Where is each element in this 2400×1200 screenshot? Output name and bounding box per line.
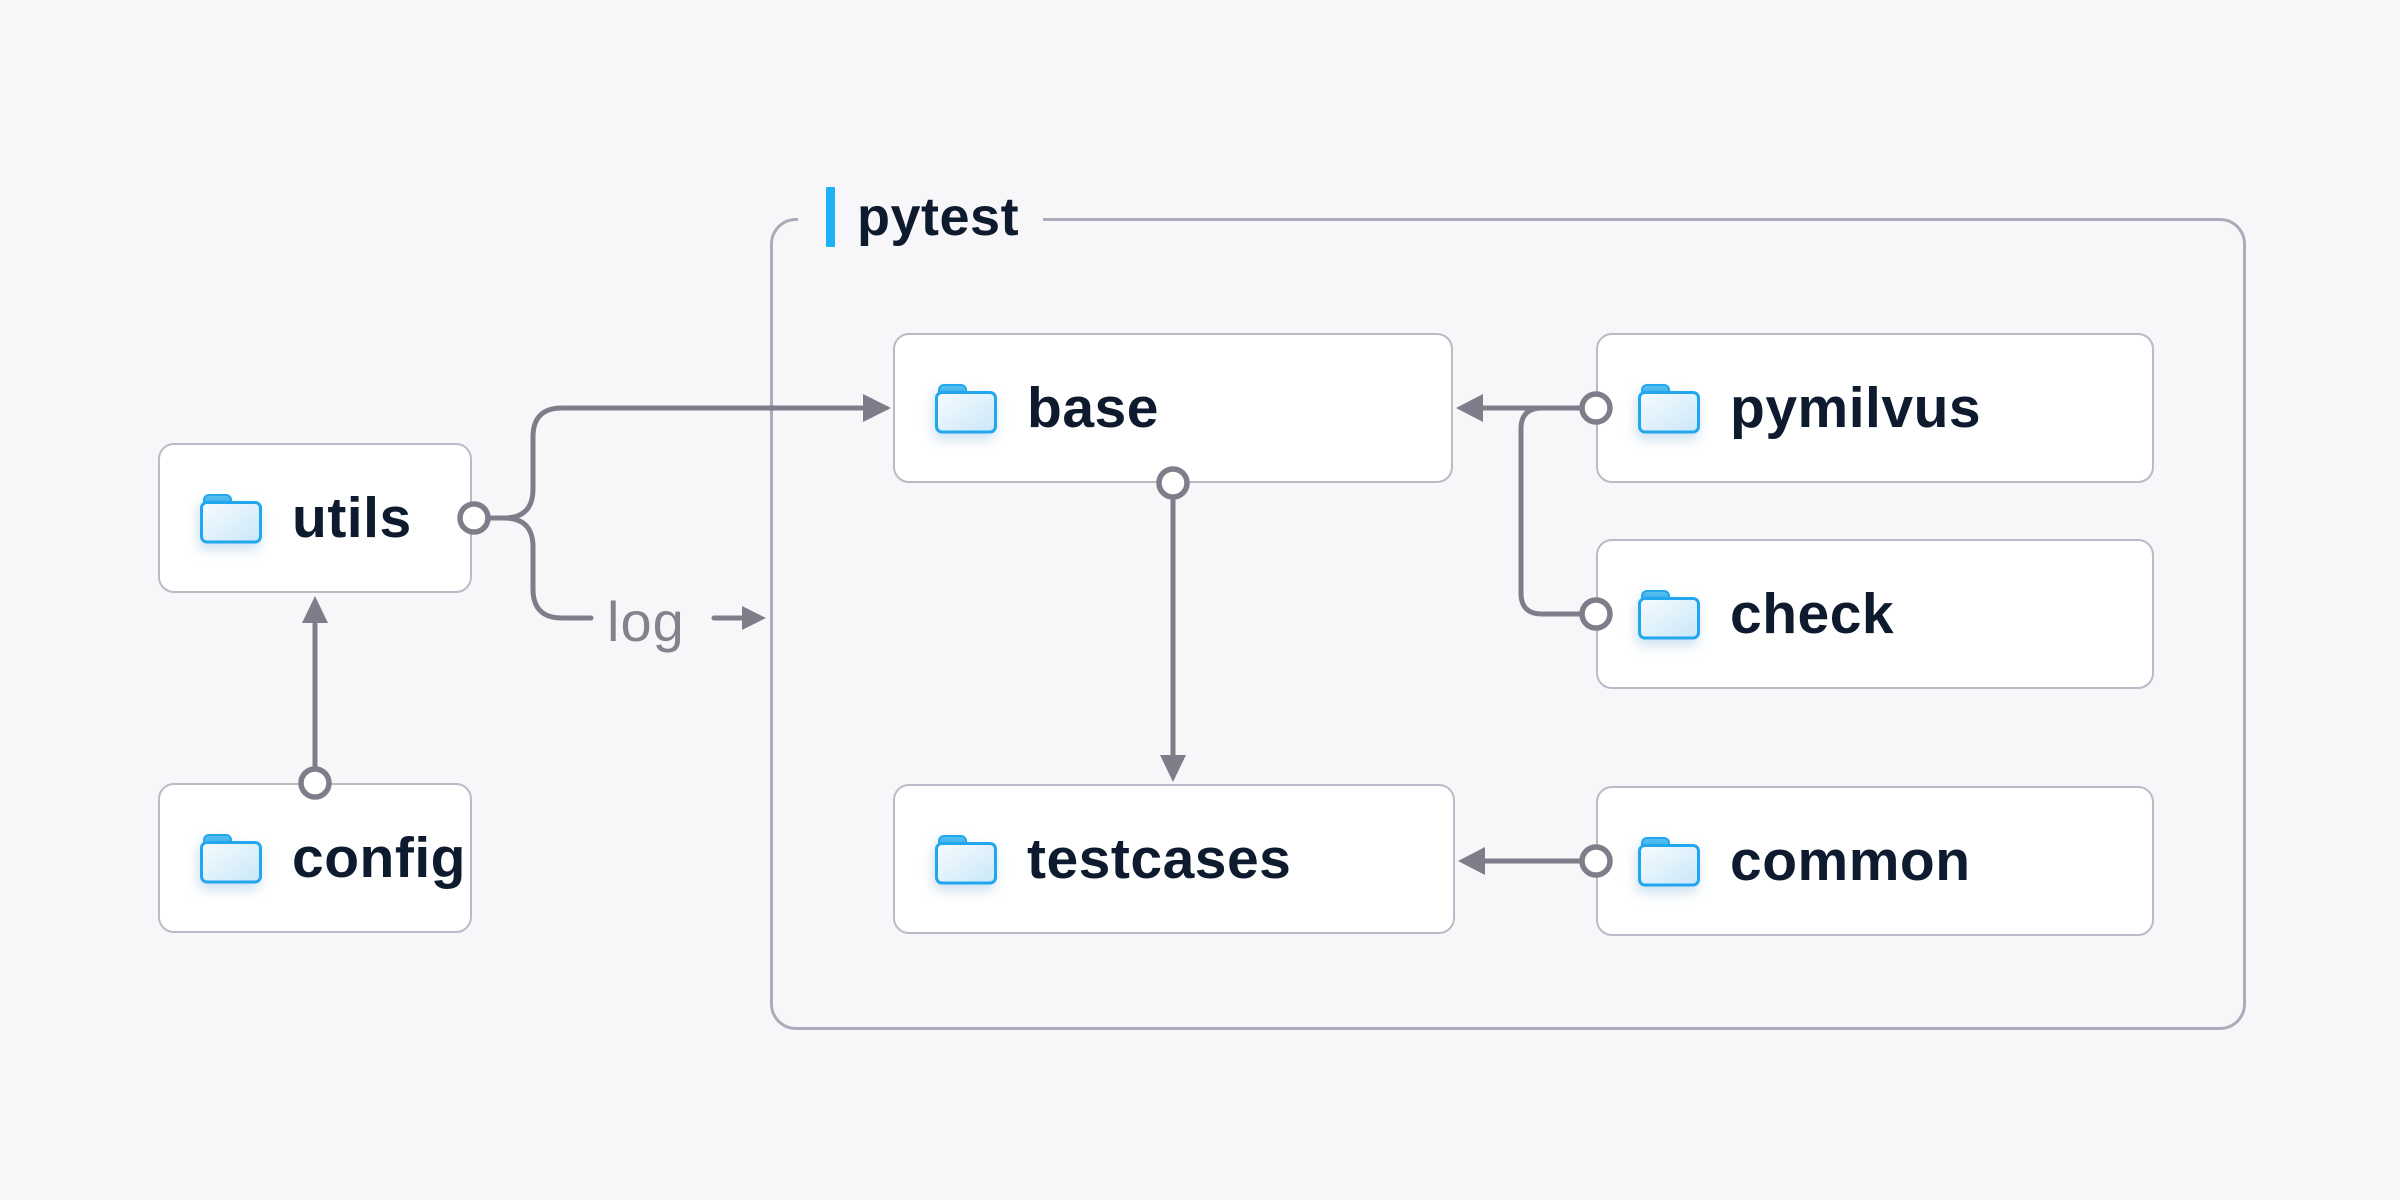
node-pymilvus-label: pymilvus bbox=[1730, 376, 1982, 440]
node-utils-label: utils bbox=[292, 486, 412, 550]
folder-icon bbox=[935, 834, 997, 885]
folder-icon bbox=[935, 383, 997, 434]
pytest-group-label-text: pytest bbox=[857, 187, 1020, 247]
node-testcases-label: testcases bbox=[1027, 827, 1292, 891]
node-config: config bbox=[158, 783, 472, 933]
folder-icon bbox=[200, 833, 262, 884]
pytest-group-label: pytest bbox=[798, 184, 1044, 250]
arrowhead-into-utils-bottom bbox=[302, 596, 328, 623]
edge-label-log: log bbox=[607, 590, 685, 653]
node-check: check bbox=[1596, 539, 2154, 689]
node-common: common bbox=[1596, 786, 2154, 936]
node-base-label: base bbox=[1027, 376, 1159, 440]
folder-icon bbox=[1638, 589, 1700, 640]
node-pymilvus: pymilvus bbox=[1596, 333, 2154, 483]
edge-utils-to-log bbox=[485, 515, 594, 621]
node-testcases: testcases bbox=[893, 784, 1455, 934]
arrowhead-log-into-pytest bbox=[742, 606, 766, 630]
node-common-label: common bbox=[1730, 829, 1971, 893]
node-base: base bbox=[893, 333, 1453, 483]
node-check-label: check bbox=[1730, 582, 1895, 646]
folder-icon bbox=[1638, 836, 1700, 887]
node-config-label: config bbox=[292, 826, 466, 890]
folder-icon bbox=[1638, 383, 1700, 434]
folder-icon bbox=[200, 493, 262, 544]
accent-bar-icon bbox=[826, 187, 835, 247]
pytest-group-container bbox=[770, 218, 2246, 1030]
node-utils: utils bbox=[158, 443, 472, 593]
